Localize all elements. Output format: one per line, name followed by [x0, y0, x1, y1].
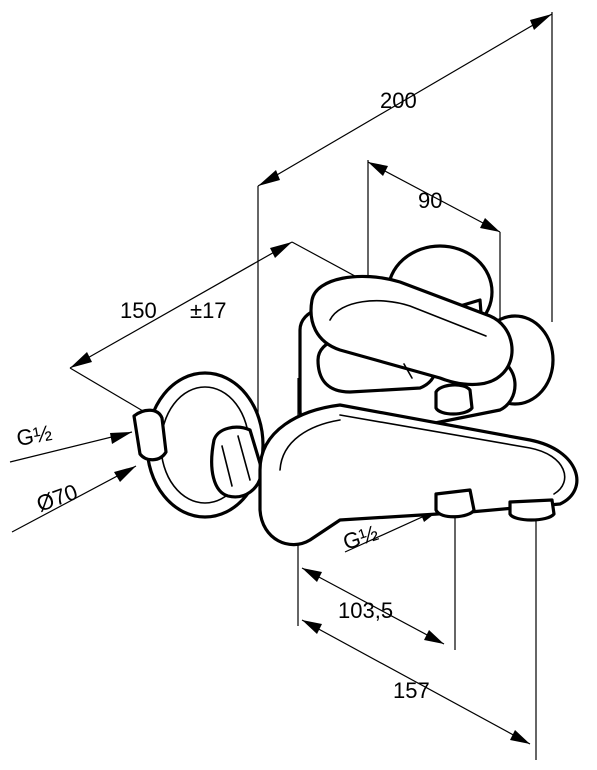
arrow-d70 — [114, 466, 136, 482]
wall-connector-pipe — [132, 408, 168, 462]
dimension-labels: 200 90 150 ±17 G½ Ø70 G½ 103,5 157 — [15, 88, 443, 703]
arrow-150-left — [70, 352, 92, 368]
arrow-90-left — [368, 162, 388, 176]
label-g12-wall: G½ — [15, 420, 54, 451]
label-g12-outlet: G½ — [340, 520, 381, 555]
label-157: 157 — [393, 678, 430, 703]
lever-handle — [309, 274, 514, 387]
outlet-connector — [434, 488, 476, 519]
label-d70: Ø70 — [33, 479, 81, 517]
label-150: 150 — [120, 298, 157, 323]
aerator — [508, 498, 556, 522]
arrow-200-left — [258, 170, 280, 186]
arrow-90-right — [480, 218, 500, 232]
label-tolerance: ±17 — [190, 298, 227, 323]
arrow-g12-wall — [110, 432, 132, 444]
label-200: 200 — [380, 88, 417, 113]
arrow-157-right — [510, 730, 530, 744]
diverter-knob — [434, 383, 474, 416]
arrow-1035-left — [302, 568, 322, 582]
arrow-1035-right — [424, 630, 444, 644]
arrow-150-right — [270, 242, 292, 258]
label-1035: 103,5 — [338, 598, 393, 623]
faucet — [132, 244, 579, 547]
spout — [258, 403, 579, 547]
arrow-200-right — [530, 14, 552, 30]
label-90: 90 — [418, 188, 442, 213]
arrow-157-left — [302, 620, 322, 634]
